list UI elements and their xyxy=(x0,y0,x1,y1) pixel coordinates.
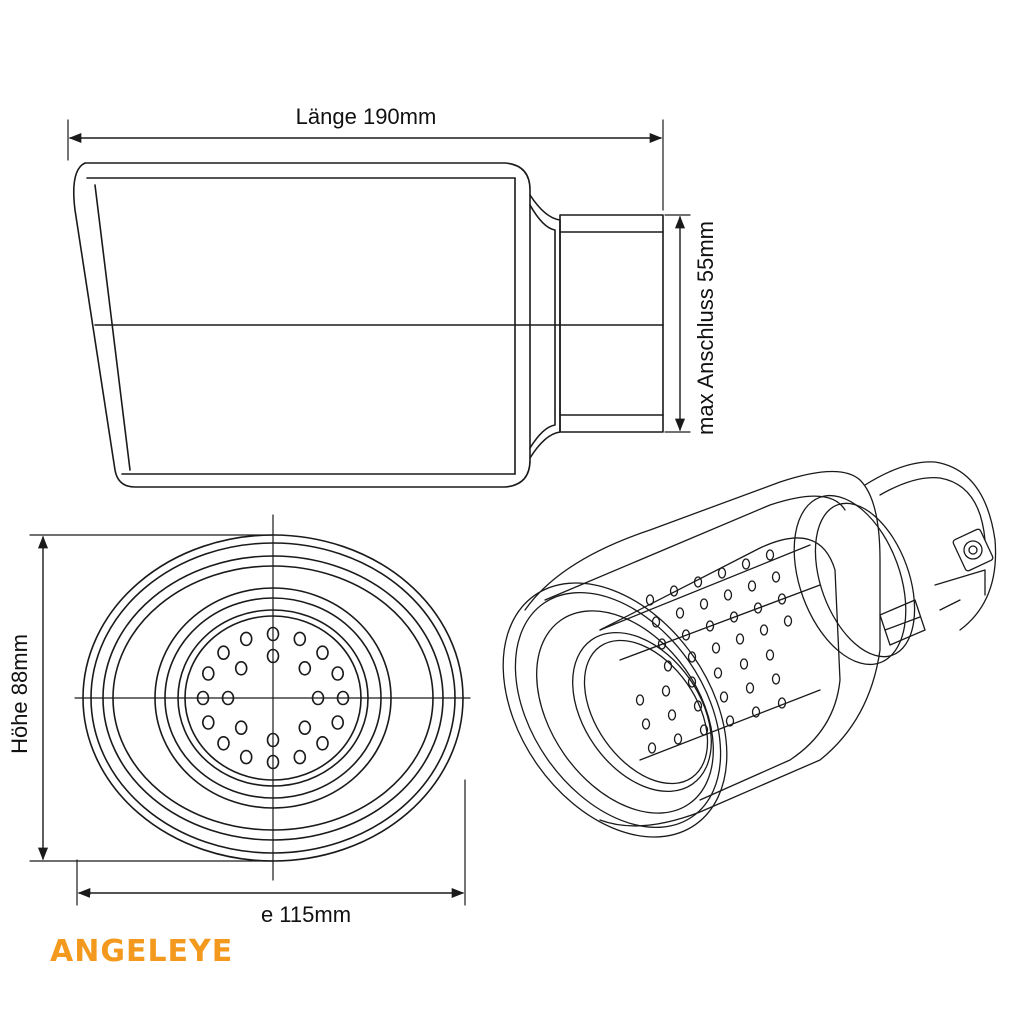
perforation-hole xyxy=(645,594,655,606)
perforation-hole xyxy=(298,720,312,736)
perforation-hole xyxy=(735,633,745,645)
perforation-hole xyxy=(217,735,230,751)
iso-rear-ring-inner xyxy=(814,502,916,658)
length-label: Länge 190mm xyxy=(296,104,437,129)
perforation-hole xyxy=(739,658,749,670)
perforation-hole xyxy=(673,733,683,745)
perforation-hole xyxy=(661,685,671,697)
perforation-hole xyxy=(771,571,781,583)
perforation-hole xyxy=(705,620,715,632)
perforation-hole xyxy=(725,715,735,727)
iso-inlet-pipe xyxy=(864,461,997,631)
iso-body-slot xyxy=(879,599,926,646)
side-view-body-outline xyxy=(72,162,531,488)
perforation-hole xyxy=(771,673,781,685)
perforation-hole xyxy=(647,742,657,754)
perforation-hole xyxy=(747,580,757,592)
side-view-body-inner-line xyxy=(86,177,516,475)
perforation-hole xyxy=(765,649,775,661)
iso-perforation-holes xyxy=(635,549,793,754)
perforation-hole xyxy=(217,645,230,661)
perforation-hole xyxy=(753,602,763,614)
perforation-hole xyxy=(316,645,329,661)
perforation-hole xyxy=(699,598,709,610)
perforation-hole xyxy=(759,624,769,636)
perforation-hole xyxy=(239,631,253,647)
perforation-hole xyxy=(693,700,703,712)
iso-inlet-pipe-inner xyxy=(879,476,986,541)
iso-pipe-slot xyxy=(939,599,961,611)
perforation-hole xyxy=(765,549,775,561)
width-label-occluder xyxy=(90,895,260,923)
front-view xyxy=(29,514,471,923)
perforation-hole xyxy=(657,638,667,650)
side-view xyxy=(67,119,691,488)
perforation-hole xyxy=(669,585,679,597)
iso-inner-tube-edge xyxy=(583,639,709,785)
height-label: Höhe 88mm xyxy=(7,634,32,754)
perforation-hole xyxy=(681,629,691,641)
perforation-hole xyxy=(745,682,755,694)
iso-front-outer-rim xyxy=(502,582,728,838)
perforation-hole xyxy=(663,660,673,672)
perforation-hole xyxy=(331,666,345,681)
perforation-hole xyxy=(234,660,248,676)
perforation-hole xyxy=(741,558,751,570)
iso-tube-line-1 xyxy=(619,584,821,661)
side-view-transition-inner xyxy=(529,204,556,449)
perforation-hole xyxy=(783,615,793,627)
perforation-hole xyxy=(202,715,215,730)
iso-body-slot-line xyxy=(884,616,921,631)
perforation-hole xyxy=(651,616,661,628)
iso-inner-tube-opening xyxy=(572,631,712,793)
connection-label: max Anschluss 55mm xyxy=(693,221,718,435)
perforation-hole xyxy=(713,667,723,679)
brand-logo: ANGELEYE xyxy=(50,934,234,969)
perforation-hole xyxy=(723,589,733,601)
iso-rear-ring xyxy=(793,494,907,666)
perforation-hole xyxy=(751,706,761,718)
perforation-hole xyxy=(293,749,307,765)
perforation-hole xyxy=(777,697,787,709)
iso-front-ring xyxy=(536,610,714,814)
perforation-hole xyxy=(699,724,709,736)
perforation-hole xyxy=(687,676,697,688)
perforation-hole xyxy=(202,666,215,681)
clamp-bolt-icon xyxy=(952,528,994,572)
perforation-hole xyxy=(293,631,307,647)
perforation-hole xyxy=(331,715,345,730)
isometric-view xyxy=(502,461,997,838)
perforation-hole xyxy=(687,651,697,663)
perforation-hole xyxy=(729,611,739,623)
iso-body-top-line xyxy=(544,495,846,601)
perforation-hole xyxy=(298,660,312,676)
perforation-hole xyxy=(711,642,721,654)
perforation-hole xyxy=(234,720,248,736)
side-view-inlet-pipe xyxy=(559,214,664,433)
iso-tube-line-2 xyxy=(639,689,821,761)
perforation-hole xyxy=(777,593,787,605)
iso-body-seam xyxy=(599,544,811,631)
iso-front-rim-inner xyxy=(514,591,722,829)
perforation-hole xyxy=(641,718,651,730)
perforation-hole xyxy=(316,735,329,751)
perforation-hole xyxy=(667,709,677,721)
perforation-hole xyxy=(635,694,645,706)
perforation-hole xyxy=(675,607,685,619)
iso-body-outline xyxy=(524,470,881,827)
width-label: e 115mm xyxy=(261,902,351,927)
perforation-hole xyxy=(717,567,727,579)
side-view-bevel-line xyxy=(94,184,131,471)
perforation-hole xyxy=(239,749,253,765)
perforation-hole xyxy=(719,691,729,703)
iso-perforated-tube xyxy=(599,537,841,801)
iso-clamp-band xyxy=(934,569,986,596)
perforation-hole xyxy=(693,576,703,588)
